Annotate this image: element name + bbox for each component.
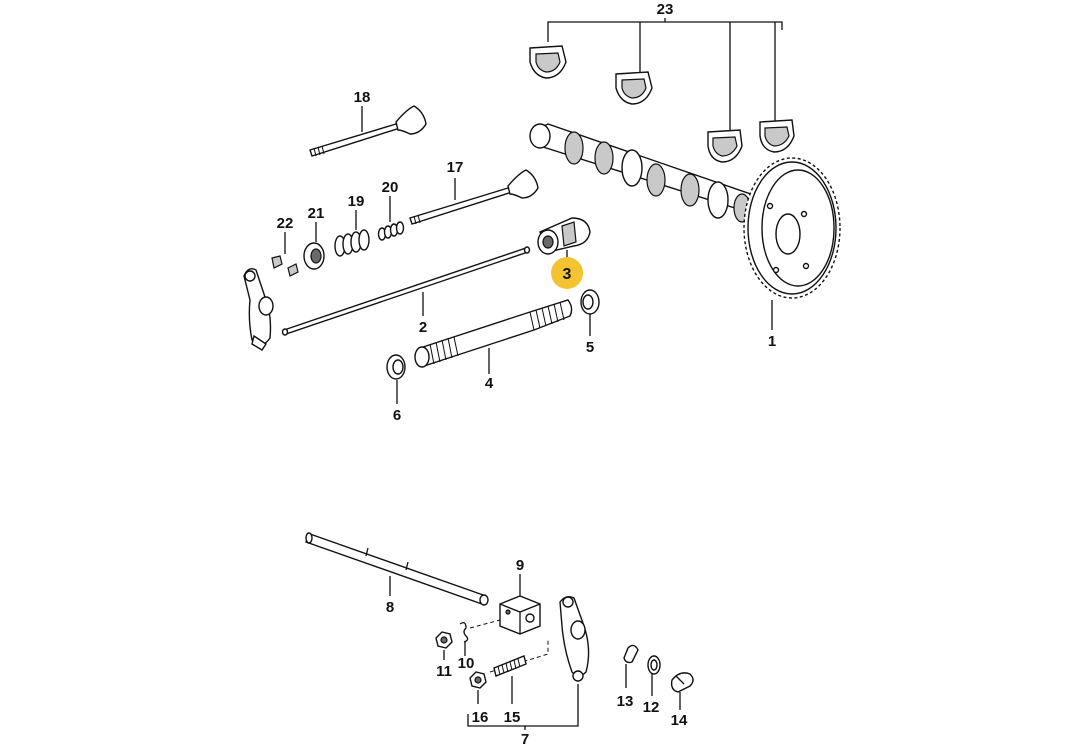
part-9-support-block[interactable]: 9: [499, 557, 541, 635]
rocker-arm-top: [243, 268, 274, 351]
label-19: 19: [348, 193, 365, 210]
part-12-washer[interactable]: 12: [643, 655, 661, 716]
part-13-retaining-clip[interactable]: 13: [617, 644, 639, 710]
label-15: 15: [504, 709, 521, 726]
label-17: 17: [447, 159, 464, 176]
part-10-clip[interactable]: 10: [458, 622, 475, 672]
part-15-adjusting-stud[interactable]: 15: [493, 655, 527, 726]
label-9: 9: [516, 557, 524, 574]
label-7: 7: [521, 731, 529, 748]
part-20-inner-spring[interactable]: 20: [377, 179, 405, 241]
label-4: 4: [485, 375, 494, 392]
part-19-valve-spring[interactable]: 19: [334, 193, 370, 257]
part-3-cam-follower[interactable]: 3: [537, 217, 591, 289]
label-23: 23: [657, 1, 674, 18]
label-20: 20: [382, 179, 399, 196]
part-17-valve[interactable]: 17: [409, 159, 539, 225]
label-3: 3: [563, 266, 572, 283]
label-18: 18: [354, 89, 371, 106]
assembly-line: [469, 619, 501, 629]
label-12: 12: [643, 699, 660, 716]
label-5: 5: [586, 339, 594, 356]
part-2-pushrod[interactable]: 2: [281, 246, 531, 336]
label-11: 11: [436, 663, 452, 680]
part-8-rocker-shaft[interactable]: 8: [305, 532, 489, 616]
part-7-rocker-assembly-bracket[interactable]: 7: [467, 684, 579, 748]
rocker-arm-bottom: [559, 595, 590, 682]
label-1: 1: [768, 333, 776, 350]
part-5-washer[interactable]: 5: [580, 289, 600, 356]
part-23-bearing-shells[interactable]: 23: [529, 1, 795, 163]
part-22-valve-keepers[interactable]: 22: [271, 215, 299, 277]
part-11-nut[interactable]: 11: [435, 631, 453, 680]
label-13: 13: [617, 693, 634, 710]
part-14-spring-clip[interactable]: 14: [671, 672, 694, 729]
part-18-valve[interactable]: 18: [309, 89, 427, 157]
label-8: 8: [386, 599, 394, 616]
label-6: 6: [393, 407, 401, 424]
label-21: 21: [308, 205, 325, 222]
part-6-seal[interactable]: 6: [386, 354, 406, 424]
label-22: 22: [277, 215, 294, 232]
part-16-nut[interactable]: 16: [469, 671, 489, 726]
part-4-pushrod-tube[interactable]: 4: [414, 299, 573, 392]
assembly-line-2: [489, 640, 549, 673]
label-14: 14: [671, 712, 688, 729]
part-1-camshaft-gear[interactable]: 1: [529, 123, 841, 350]
label-2: 2: [419, 319, 427, 336]
highlight-badge: [551, 257, 583, 289]
label-16: 16: [472, 709, 489, 726]
part-21-spring-retainer[interactable]: 21: [303, 205, 325, 270]
label-10: 10: [458, 655, 475, 672]
